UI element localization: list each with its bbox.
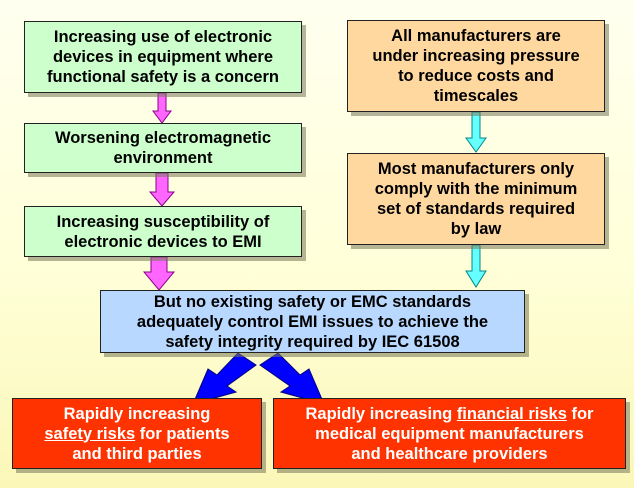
box-text-line: to reduce costs and [398, 67, 554, 85]
box-no-standards: But no existing safety or EMC standards … [100, 290, 525, 353]
box-text-line: comply with the minimum [374, 180, 578, 198]
box-text-line: functional safety is a concern [47, 68, 279, 86]
box-cost-pressure: All manufacturers are under increasing p… [347, 20, 605, 112]
box-financial-risks: Rapidly increasing financial risks for m… [273, 398, 626, 469]
box-text-line: set of standards required [376, 200, 576, 218]
arrow-electronics-to-environment [152, 92, 172, 124]
box-text-line: adequately control EMI issues to achieve… [136, 312, 489, 331]
box-text-line: Most manufacturers only [377, 160, 575, 178]
box-text-line: environment [113, 149, 213, 167]
box-text-line: Worsening electromagnetic [54, 129, 272, 147]
box-susceptibility: Increasing susceptibility of electronic … [24, 206, 302, 257]
box-text-line: Increasing use of electronic [53, 28, 273, 46]
box-text-line: under increasing pressure [372, 47, 580, 65]
box-text-fragment: for [566, 404, 594, 423]
box-text-line: Rapidly increasing [63, 404, 211, 423]
box-text-line: All manufacturers are [391, 27, 561, 45]
box-text-line: electronic devices to EMI [64, 232, 262, 251]
box-text-line: timescales [433, 87, 519, 105]
box-text-line: safety integrity required by IEC 61508 [165, 332, 460, 351]
box-text-line: medical equipment manufacturers [315, 424, 584, 443]
box-text-fragment: Rapidly increasing [305, 404, 457, 423]
box-safety-risks: Rapidly increasing safety risks for pati… [12, 398, 262, 469]
emphasis-financial-risks: financial risks [456, 404, 567, 423]
arrow-susceptibility-to-standards [142, 256, 176, 291]
box-em-environment: Worsening electromagnetic environment [24, 123, 302, 173]
box-text-line: by law [450, 220, 502, 238]
arrow-standards-to-financial-risks [259, 352, 325, 405]
box-text-line: But no existing safety or EMC standards [153, 292, 472, 311]
box-text-line: Increasing susceptibility of [56, 212, 270, 231]
box-text-line: safety risks for patients [44, 424, 229, 444]
emphasis-safety-risks: safety risks [44, 424, 136, 443]
box-minimum-standards: Most manufacturers only comply with the … [347, 153, 605, 245]
arrow-standards-to-safety-risks [192, 352, 257, 405]
arrow-cost-to-minimum [465, 111, 487, 153]
box-text-line: and healthcare providers [351, 444, 548, 463]
box-text-fragment: for patients [135, 424, 230, 443]
arrow-environment-to-susceptibility [148, 172, 176, 207]
box-text-line: devices in equipment where [52, 48, 274, 66]
box-electronics-use: Increasing use of electronic devices in … [24, 21, 302, 93]
box-text-line: and third parties [72, 444, 202, 463]
arrow-minimum-to-standards [465, 244, 487, 288]
box-text-line: Rapidly increasing financial risks for [306, 404, 594, 424]
